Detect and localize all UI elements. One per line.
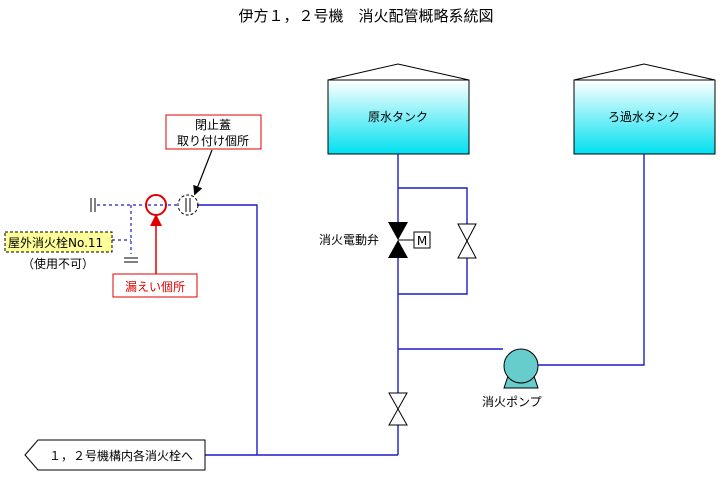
raw-water-tank: 原水タンク (327, 63, 470, 155)
hydrants-connector: １，２号機構内各消火栓へ (24, 439, 206, 471)
motor-symbol-box (413, 231, 431, 249)
motor-operated-valve: M (388, 222, 431, 258)
fire-pump-label: 消火ポンプ (482, 395, 542, 409)
lower-valve (388, 392, 408, 426)
raw-water-tank-label: 原水タンク (368, 110, 428, 124)
closing-cap-label-line1: 閉止蓋 (195, 118, 231, 132)
hydrants-connector-label: １，２号機構内各消火栓へ (49, 448, 193, 463)
motor-symbol: M (417, 234, 427, 248)
blind-flange-left (90, 198, 96, 212)
bypass-valve (457, 223, 477, 259)
piping (97, 154, 645, 456)
unusable-label: （使用不可） (22, 256, 94, 271)
leak-location-callout: 漏えい個所 (112, 214, 198, 298)
closing-cap-label-line2: 取り付け個所 (177, 134, 249, 148)
closing-cap-callout: 閉止蓋 取り付け個所 (165, 114, 262, 196)
diagram-title: 伊方１，２号機 消火配管概略系統図 (238, 7, 493, 25)
filtered-water-tank-label: ろ過水タンク (608, 110, 680, 124)
fire-pump (503, 348, 539, 389)
closing-cap-marker (177, 194, 199, 216)
leak-location-label: 漏えい個所 (125, 280, 185, 294)
filtered-water-tank: ろ過水タンク (573, 63, 716, 155)
outdoor-hydrant-callout: 屋外消火栓No.11 （使用不可） (4, 231, 113, 271)
motor-valve-label: 消火電動弁 (319, 232, 379, 247)
outdoor-hydrant-label: 屋外消火栓No.11 (8, 235, 103, 250)
blind-flange-bottom (124, 257, 138, 263)
